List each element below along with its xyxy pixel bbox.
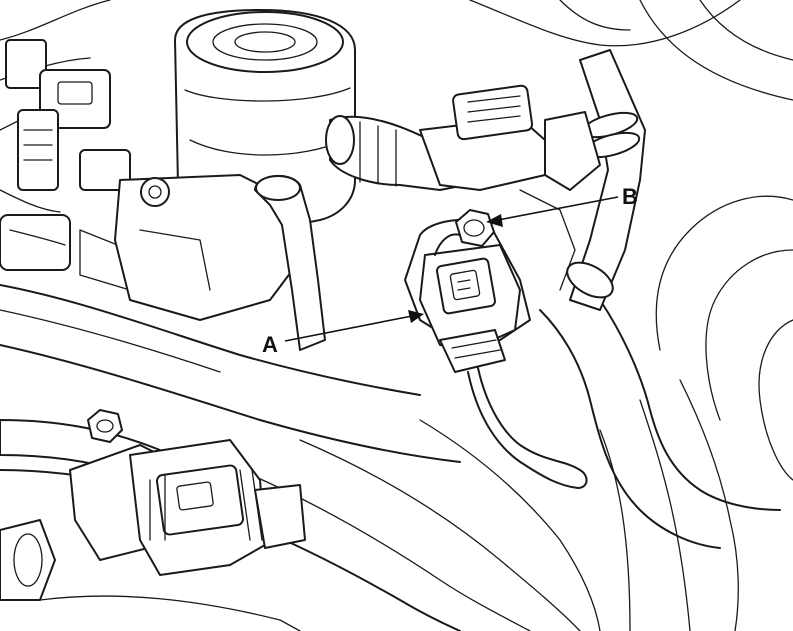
right-pipe (519, 49, 646, 311)
upper-hose (325, 84, 546, 191)
left-upper-connectors (0, 39, 131, 291)
callout-a: A (262, 310, 424, 357)
center-hose (254, 174, 326, 351)
callout-a-arrowhead (408, 310, 424, 323)
callout-a-label: A (262, 332, 278, 357)
throttle-body (114, 9, 356, 321)
callout-b: B (486, 184, 638, 227)
callout-b-leader (497, 196, 619, 221)
callout-b-label: B (622, 184, 638, 209)
callout-b-arrowhead (486, 214, 503, 227)
lower-left-connector (0, 409, 306, 601)
callout-a-leader (284, 315, 413, 342)
bolt-b (434, 209, 495, 256)
wire-harness (467, 367, 588, 489)
